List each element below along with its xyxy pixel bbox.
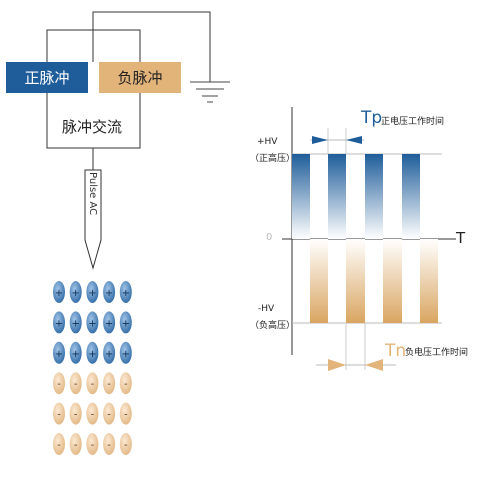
positive-sign: + xyxy=(72,318,80,329)
negative-sign: - xyxy=(57,440,61,451)
negative-pulse-label: 负脉冲 xyxy=(117,69,163,87)
positive-pulse xyxy=(365,154,383,239)
positive-ion-icon xyxy=(103,311,116,334)
negative-ion-icon xyxy=(69,372,82,395)
ground-icon xyxy=(190,81,230,103)
negative-sign: - xyxy=(107,410,111,421)
negative-pulse xyxy=(383,239,402,323)
negative-sign: - xyxy=(91,379,95,390)
positive-sign: + xyxy=(72,288,80,299)
positive-sign: + xyxy=(72,349,80,360)
negative-sign: - xyxy=(91,440,95,451)
negative-sign: - xyxy=(124,440,128,451)
positive-sign: + xyxy=(55,288,63,299)
zero-label: 0 xyxy=(266,232,273,243)
tp-arrow-left-icon xyxy=(312,136,328,144)
box-outline xyxy=(46,29,141,62)
positive-ion-icon xyxy=(119,311,132,334)
time-axis-label: T xyxy=(456,229,466,247)
positive-sign: + xyxy=(122,349,130,360)
tp-description: 正电压工作时间 xyxy=(381,117,445,127)
negative-sign: - xyxy=(107,379,111,390)
positive-pulse xyxy=(328,154,346,239)
tp-symbol: Tp xyxy=(361,108,383,128)
positive-sign: + xyxy=(122,318,130,329)
neg-hv-description: （负高压） xyxy=(250,321,296,331)
negative-sign: - xyxy=(74,440,78,451)
negative-ion-icon xyxy=(53,433,65,455)
top-wire xyxy=(92,11,211,82)
negative-ion-icon xyxy=(69,402,82,425)
negative-sign: - xyxy=(124,379,128,390)
positive-pulse xyxy=(402,154,420,239)
pos-hv-label: +HV xyxy=(257,137,278,147)
positive-ion-icon xyxy=(53,311,65,334)
positive-ion-icon xyxy=(53,341,65,364)
negative-pulse-box xyxy=(99,62,181,93)
positive-ion-icon xyxy=(69,281,82,303)
positive-pulse xyxy=(292,154,310,239)
positive-ion-icon xyxy=(86,281,99,303)
circuit-diagram xyxy=(6,11,230,270)
positive-ion-icon xyxy=(103,341,116,364)
positive-ion-icon xyxy=(86,311,99,334)
negative-ion-icon xyxy=(69,433,82,455)
negative-ion-icon xyxy=(53,372,65,395)
negative-pulse xyxy=(310,239,328,323)
pos-hv-description: （正高压） xyxy=(250,154,296,164)
tn-marker xyxy=(316,323,396,371)
negative-ion-icon xyxy=(103,433,116,455)
ion-grid: + + + + + + + + + + + + + + + - - - - - - - - - - - - - - - xyxy=(53,281,132,455)
output-label: 脉冲交流 xyxy=(62,118,123,136)
negative-ion-icon xyxy=(86,402,99,425)
negative-sign: - xyxy=(57,379,61,390)
tn-arrow-right-icon xyxy=(365,359,383,371)
positive-ion-icon xyxy=(69,311,82,334)
negative-pulse xyxy=(346,239,365,323)
negative-sign: - xyxy=(57,410,61,421)
positive-ion-icon xyxy=(86,341,99,364)
tp-arrow-right-icon xyxy=(346,136,362,144)
negative-ion-icon xyxy=(103,372,116,395)
tn-symbol: Tn xyxy=(385,341,407,361)
negative-ion-icon xyxy=(53,402,65,425)
negative-sign: - xyxy=(124,410,128,421)
positive-sign: + xyxy=(105,349,113,360)
probe-label: Pulse AC xyxy=(87,172,98,216)
positive-pulse-box xyxy=(6,62,88,93)
positive-sign: + xyxy=(88,318,96,329)
positive-sign: + xyxy=(105,318,113,329)
positive-pulse-label: 正脉冲 xyxy=(24,69,70,87)
negative-sign: - xyxy=(107,440,111,451)
waveform-diagram xyxy=(282,107,456,371)
negative-ion-icon xyxy=(119,372,132,395)
tp-marker xyxy=(310,128,364,154)
positive-sign: + xyxy=(88,349,96,360)
positive-ion-icon xyxy=(53,281,65,303)
tn-arrow-left-icon xyxy=(328,359,346,371)
negative-ion-icon xyxy=(103,402,116,425)
positive-sign: + xyxy=(88,288,96,299)
probe-needle-icon xyxy=(84,169,102,270)
positive-ion-icon xyxy=(69,341,82,364)
positive-ion-icon xyxy=(119,341,132,364)
negative-ion-icon xyxy=(86,433,99,455)
negative-ion-icon xyxy=(86,372,99,395)
neg-hv-label: -HV xyxy=(258,304,275,314)
negative-pulse xyxy=(420,239,438,323)
positive-sign: + xyxy=(55,349,63,360)
positive-sign: + xyxy=(105,288,113,299)
negative-sign: - xyxy=(74,379,78,390)
negative-sign: - xyxy=(74,410,78,421)
negative-ion-icon xyxy=(119,402,132,425)
positive-ion-icon xyxy=(103,281,116,303)
positive-sign: + xyxy=(55,318,63,329)
negative-sign: - xyxy=(91,410,95,421)
positive-sign: + xyxy=(122,288,130,299)
negative-ion-icon xyxy=(119,433,132,455)
positive-ion-icon xyxy=(119,281,132,303)
tn-description: 负电压工作时间 xyxy=(405,348,469,358)
